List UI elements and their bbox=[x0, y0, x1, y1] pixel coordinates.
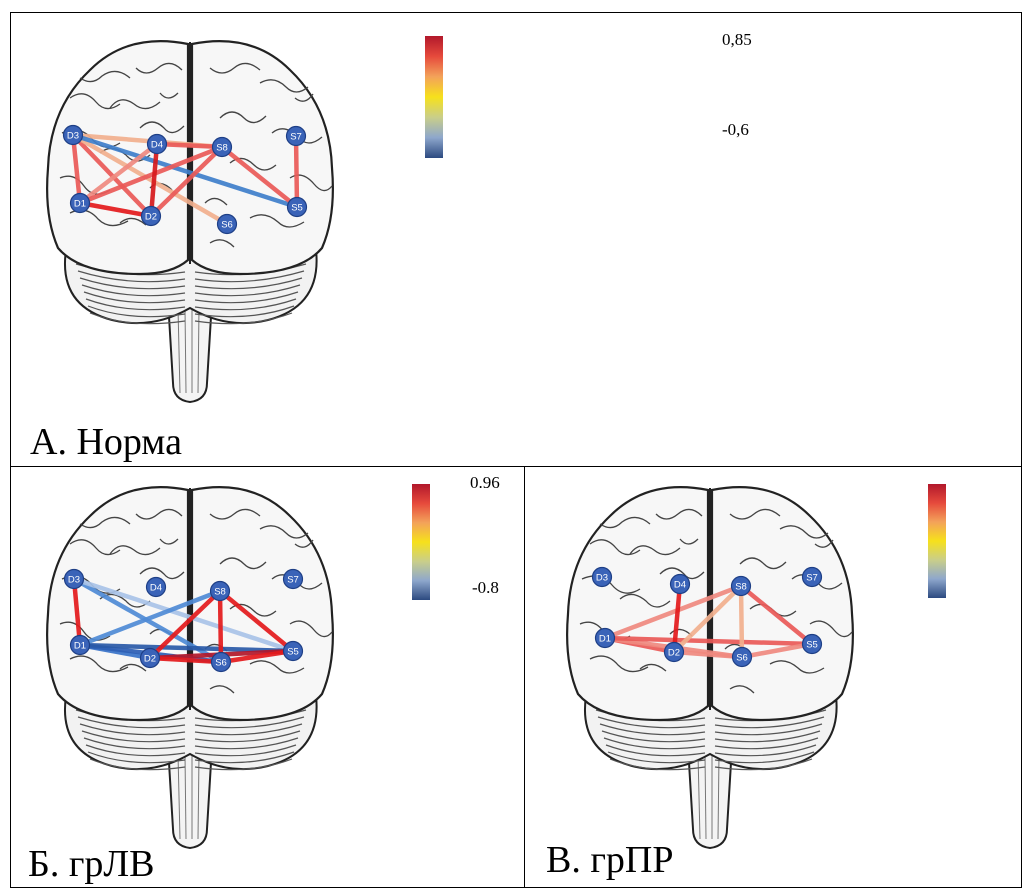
node-s8: S8 bbox=[211, 136, 233, 158]
edge-D1-S5 bbox=[77, 642, 296, 654]
panel-b-label: Б. грЛВ bbox=[28, 843, 155, 885]
edge-D1-D4 bbox=[77, 141, 160, 206]
node-d3-label: D3 bbox=[596, 573, 608, 584]
node-s7: S7 bbox=[282, 568, 304, 590]
node-s7: S7 bbox=[285, 125, 307, 147]
node-s7: S7 bbox=[801, 566, 823, 588]
edge-D1-S8 bbox=[602, 583, 744, 641]
edge-D2-S8 bbox=[671, 583, 744, 655]
node-d3-label: D3 bbox=[68, 575, 80, 586]
edge-D3-D2 bbox=[70, 132, 154, 219]
node-d2: D2 bbox=[139, 647, 161, 669]
edge-D1-S8 bbox=[77, 144, 225, 206]
node-d4: D4 bbox=[145, 576, 167, 598]
node-s5-label: S5 bbox=[291, 203, 303, 214]
edge-D4-D2 bbox=[148, 141, 160, 219]
node-d2: D2 bbox=[140, 205, 162, 227]
edge-D4-S8 bbox=[154, 141, 225, 150]
edge-S6-S5 bbox=[739, 641, 815, 660]
edge-D3-S5 bbox=[70, 132, 300, 210]
node-d1: D1 bbox=[594, 627, 616, 649]
edge-D4-D2 bbox=[671, 581, 683, 655]
node-d2-label: D2 bbox=[668, 648, 680, 659]
node-d3: D3 bbox=[63, 568, 85, 590]
panel-a-label: А. Норма bbox=[30, 421, 182, 463]
edge-S8-S5 bbox=[738, 583, 815, 647]
node-s5-label: S5 bbox=[806, 640, 818, 651]
node-s6-label: S6 bbox=[215, 658, 227, 669]
node-d4-label: D4 bbox=[151, 140, 163, 151]
edge-S8-S6 bbox=[738, 583, 745, 660]
node-d2: D2 bbox=[663, 641, 685, 663]
node-d4: D4 bbox=[146, 133, 168, 155]
panel-b-scale-min: -0.8 bbox=[472, 578, 499, 597]
node-s6: S6 bbox=[731, 646, 753, 668]
node-s8-label: S8 bbox=[735, 582, 747, 593]
edge-D2-S8 bbox=[147, 588, 223, 661]
panel-a-scale-max: 0,85 bbox=[722, 30, 752, 49]
node-d4-label: D4 bbox=[150, 583, 162, 594]
node-d1-label: D1 bbox=[74, 199, 86, 210]
panel-b-colorbar bbox=[412, 484, 430, 600]
node-s8: S8 bbox=[209, 580, 231, 602]
node-d2-label: D2 bbox=[145, 212, 157, 223]
node-s6: S6 bbox=[216, 213, 238, 235]
panel-a-colorbar bbox=[425, 36, 443, 158]
panel-c-colorbar bbox=[928, 484, 946, 598]
node-d3: D3 bbox=[62, 124, 84, 146]
node-d1: D1 bbox=[69, 192, 91, 214]
edge-S8-S6 bbox=[217, 588, 224, 665]
panel-b-scale-max: 0.96 bbox=[470, 473, 500, 492]
node-s6-label: S6 bbox=[736, 653, 748, 664]
node-d1: D1 bbox=[69, 634, 91, 656]
node-s7-label: S7 bbox=[290, 132, 302, 143]
edge-S6-S5 bbox=[218, 648, 296, 665]
node-s6-label: S6 bbox=[221, 220, 233, 231]
edge-S7-S5 bbox=[293, 133, 300, 210]
node-d3-label: D3 bbox=[67, 131, 79, 142]
node-s5-label: S5 bbox=[287, 647, 299, 658]
node-s5: S5 bbox=[801, 633, 823, 655]
edge-D1-D2 bbox=[77, 200, 154, 219]
node-d2-label: D2 bbox=[144, 654, 156, 665]
node-s7-label: S7 bbox=[287, 575, 299, 586]
node-d1-label: D1 bbox=[599, 634, 611, 645]
edge-D2-S6 bbox=[147, 655, 224, 665]
node-s8-label: S8 bbox=[214, 587, 226, 598]
node-s8-label: S8 bbox=[216, 143, 228, 154]
edge-D3-D1 bbox=[70, 132, 83, 206]
node-s8: S8 bbox=[730, 575, 752, 597]
edge-D1-S8 bbox=[77, 588, 223, 648]
panel-c-brain-outline bbox=[566, 486, 854, 850]
node-s5: S5 bbox=[282, 640, 304, 662]
node-d4-label: D4 bbox=[674, 580, 686, 591]
node-d1-label: D1 bbox=[74, 641, 86, 652]
edge-D3-S5 bbox=[71, 576, 296, 654]
node-d4: D4 bbox=[669, 573, 691, 595]
edge-D3-S6 bbox=[70, 132, 230, 227]
panel-c-label: В. грПР bbox=[546, 839, 674, 881]
edge-S8-S5 bbox=[217, 588, 296, 654]
edge-S8-S5 bbox=[219, 144, 300, 210]
node-d3: D3 bbox=[591, 566, 613, 588]
node-s7-label: S7 bbox=[806, 573, 818, 584]
node-s6: S6 bbox=[210, 651, 232, 673]
panel-a-scale-min: -0,6 bbox=[722, 120, 749, 139]
node-s5: S5 bbox=[286, 196, 308, 218]
edge-D1-S5 bbox=[602, 635, 815, 647]
edge-D3-D1 bbox=[71, 576, 83, 648]
edge-D2-S6 bbox=[671, 649, 745, 660]
edge-D2-S8 bbox=[148, 144, 225, 219]
